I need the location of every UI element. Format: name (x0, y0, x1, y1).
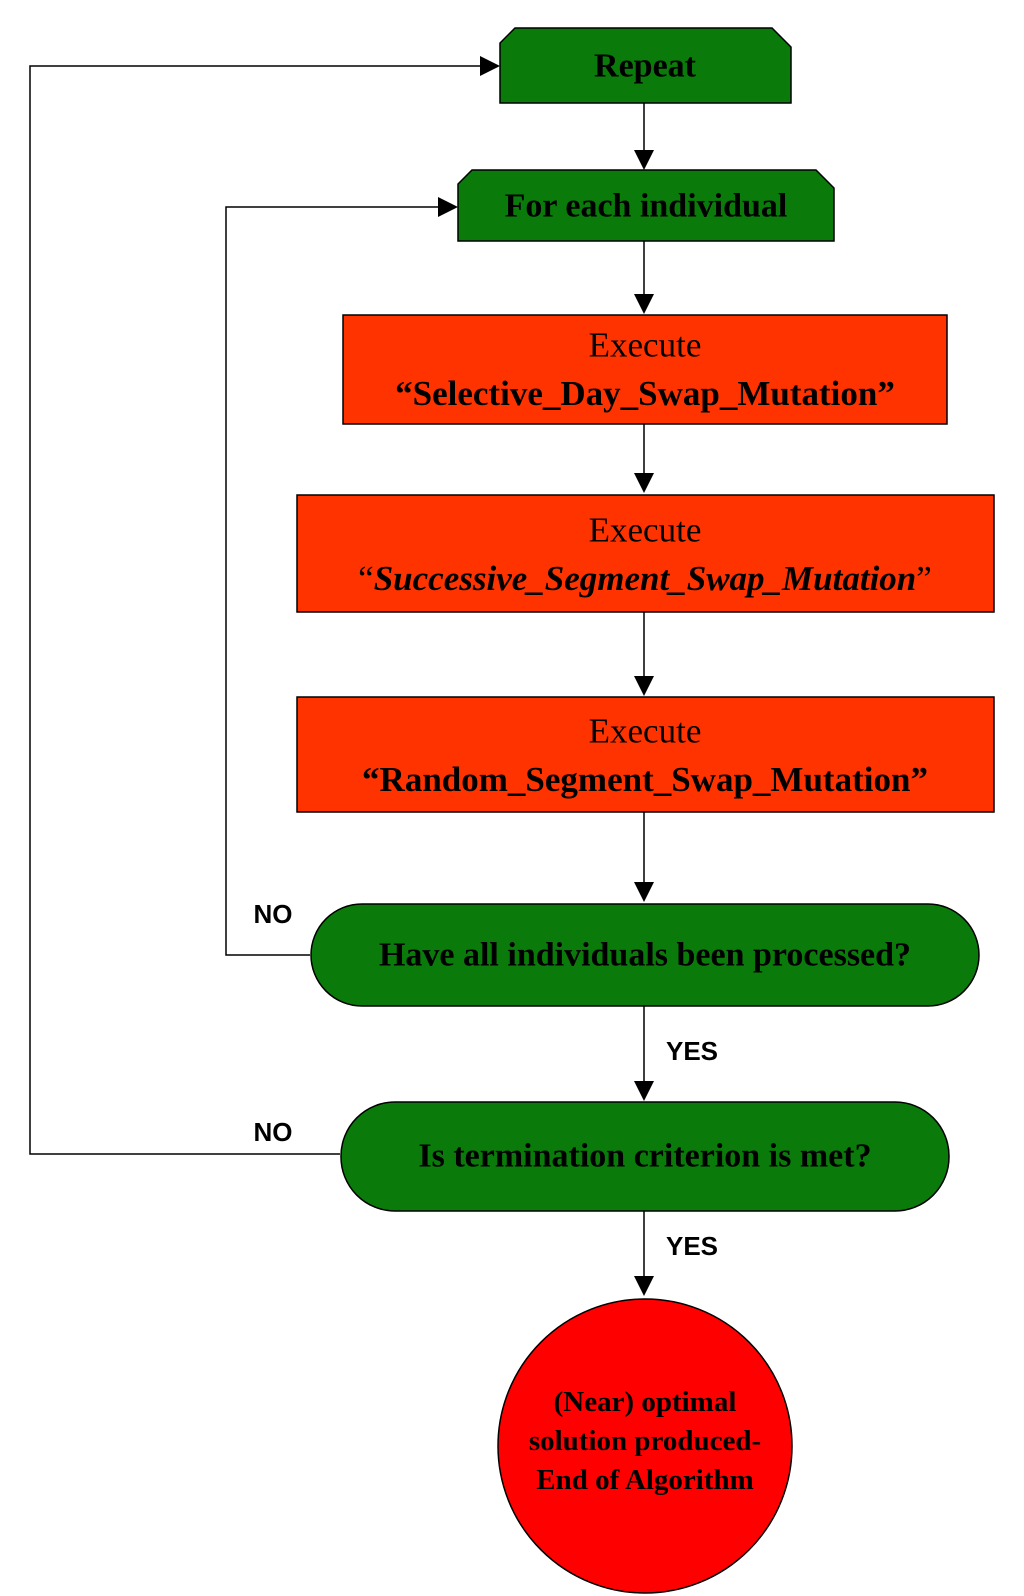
step3-execute: Execute (589, 712, 702, 751)
edge-decision1-no-loop (225, 206, 438, 956)
arrowhead (438, 197, 458, 217)
arrowhead (634, 676, 654, 696)
step2-name: Successive_Segment_Swap_Mutation (374, 559, 917, 598)
step1-name: Selective_Day_Swap_Mutation (413, 374, 878, 413)
arrowhead (634, 150, 654, 170)
arrowhead (634, 1081, 654, 1101)
decision2-no-label: NO (254, 1117, 293, 1147)
edge-decision2-no-loop (29, 65, 480, 1155)
step3-name-line: “Random_Segment_Swap_Mutation” (362, 760, 928, 799)
decision-all-processed: Have all individuals been processed? (310, 903, 980, 1007)
step2-close-quote: ” (916, 559, 932, 598)
step3-close-quote: ” (910, 760, 928, 799)
repeat-label: Repeat (594, 48, 697, 85)
step1-box (342, 314, 948, 425)
step2-open-quote: “ (358, 559, 374, 598)
decision1-no-label: NO (254, 899, 293, 929)
decision1-shape (310, 903, 980, 1007)
step1-name-line: “Selective_Day_Swap_Mutation” (395, 374, 895, 413)
step2-execute: Execute (589, 511, 702, 550)
decision2-label: Is termination criterion is met? (418, 1138, 871, 1175)
step-selective-day-swap: Execute “Selective_Day_Swap_Mutation” (342, 314, 948, 425)
step1-execute: Execute (589, 326, 702, 365)
arrowhead (480, 56, 500, 76)
arrowhead (634, 1276, 654, 1296)
decision-termination: Is termination criterion is met? (340, 1101, 950, 1212)
step2-name-line: “Successive_Segment_Swap_Mutation” (358, 559, 932, 598)
arrowhead (634, 473, 654, 493)
end-line3: End of Algorithm (536, 1464, 754, 1496)
arrowhead (634, 882, 654, 902)
end-line1: (Near) optimal (554, 1386, 737, 1418)
step3-box (296, 696, 995, 813)
decision1-yes-label: YES (666, 1036, 718, 1066)
step1-close-quote: ” (877, 374, 895, 413)
step1-open-quote: “ (395, 374, 413, 413)
end-terminal: (Near) optimal solution produced- End of… (497, 1298, 793, 1594)
end-line2: solution produced- (529, 1425, 761, 1457)
decision2-yes-label: YES (666, 1231, 718, 1261)
decision1-label: Have all individuals been processed? (379, 937, 911, 974)
connectors (29, 56, 654, 1296)
arrowhead (634, 294, 654, 314)
repeat-node: Repeat (499, 27, 792, 104)
for-each-label: For each individual (505, 188, 788, 225)
decision2-shape (340, 1101, 950, 1212)
step-random-segment-swap: Execute “Random_Segment_Swap_Mutation” (296, 696, 995, 813)
step-successive-segment-swap: Execute “Successive_Segment_Swap_Mutatio… (296, 494, 995, 613)
repeat-shape (499, 27, 792, 104)
step2-box (296, 494, 995, 613)
end-circle (497, 1298, 793, 1594)
step3-name: Random_Segment_Swap_Mutation (380, 760, 911, 799)
step3-open-quote: “ (362, 760, 380, 799)
for-each-shape (457, 169, 835, 242)
for-each-node: For each individual (457, 169, 835, 242)
